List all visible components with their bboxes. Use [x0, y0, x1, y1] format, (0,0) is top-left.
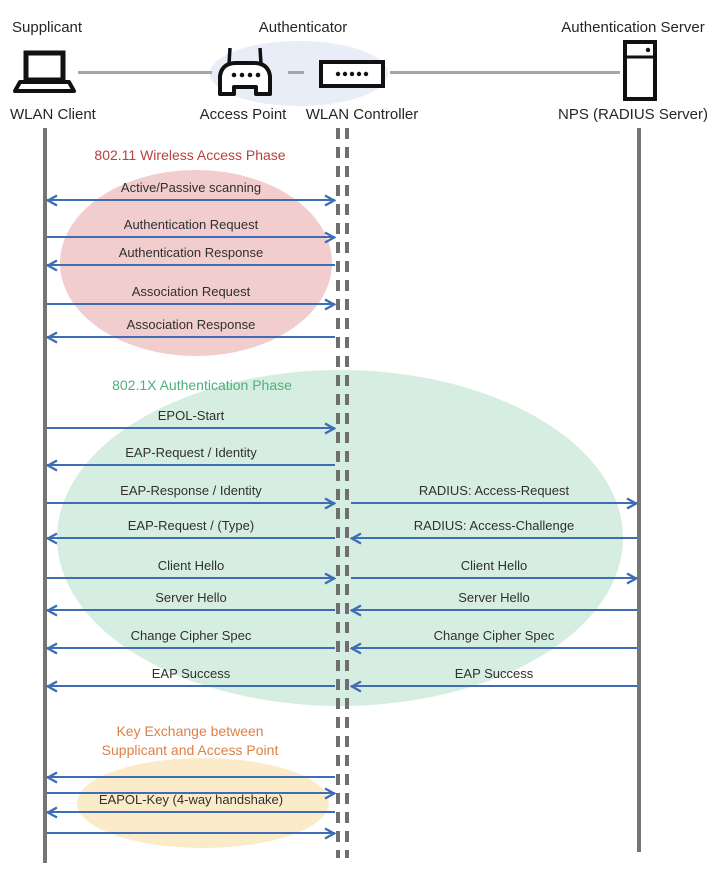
- role-label-supplicant: Supplicant: [12, 19, 83, 36]
- message-arrow: [47, 464, 335, 466]
- wireless-access-phase-title: 802.11 Wireless Access Phase: [94, 146, 285, 165]
- arrowhead-left-icon: [46, 604, 59, 617]
- arrowhead-left-icon: [46, 331, 59, 344]
- device-label-access-point: Access Point: [199, 106, 287, 123]
- wireless-access-phase-title-line: 802.11 Wireless Access Phase: [94, 147, 286, 163]
- message-arrow: [47, 577, 335, 579]
- key-exchange-phase-title-line: Supplicant and Access Point: [101, 742, 279, 758]
- message-arrow: [47, 303, 335, 305]
- wireless-access-phase-ellipse: [60, 170, 332, 356]
- arrowhead-right-icon: [323, 194, 336, 207]
- arrowhead-right-icon: [323, 422, 336, 435]
- connector-client-ap: [78, 71, 212, 74]
- arrowhead-right-icon: [323, 298, 336, 311]
- device-label-nps-radius-server: NPS (RADIUS Server): [557, 106, 709, 123]
- message-label: RADIUS: Access-Challenge: [413, 518, 575, 533]
- message-label: Authentication Request: [123, 217, 259, 232]
- arrowhead-right-icon: [323, 497, 336, 510]
- message-arrow: [47, 609, 335, 611]
- message-label: Client Hello: [460, 558, 528, 573]
- message-label: Authentication Response: [118, 245, 264, 260]
- message-label: Client Hello: [157, 558, 225, 573]
- message-label: EAP-Request / Identity: [125, 445, 257, 460]
- message-label: EPOL-Start: [157, 408, 225, 423]
- server-lifeline: [637, 128, 641, 852]
- device-label-wlan-controller: WLAN Controller: [305, 106, 419, 123]
- arrowhead-left-icon: [350, 642, 363, 655]
- arrowhead-right-icon: [625, 572, 638, 585]
- arrowhead-right-icon: [323, 787, 336, 800]
- arrowhead-left-icon: [46, 680, 59, 693]
- message-label: EAP-Request / (Type): [127, 518, 255, 533]
- message-label: EAPOL-Key (4-way handshake): [98, 792, 284, 807]
- arrowhead-right-icon: [323, 231, 336, 244]
- arrowhead-left-icon: [46, 642, 59, 655]
- message-arrow: [351, 577, 637, 579]
- authentication-phase-title: 802.1X Authentication Phase: [112, 376, 292, 395]
- arrowhead-left-icon: [350, 532, 363, 545]
- arrowhead-left-icon: [46, 806, 59, 819]
- role-label-authentication-server: Authentication Server: [561, 19, 705, 36]
- message-arrow: [47, 537, 335, 539]
- wlan-controller-icon: [319, 60, 385, 88]
- message-label: Active/Passive scanning: [120, 180, 262, 195]
- message-arrow: [351, 685, 637, 687]
- server-icon: [622, 40, 658, 102]
- arrowhead-right-icon: [323, 572, 336, 585]
- arrowhead-right-icon: [323, 827, 336, 840]
- arrowhead-left-icon: [46, 259, 59, 272]
- message-label: RADIUS: Access-Request: [418, 483, 570, 498]
- arrowhead-left-icon: [46, 194, 59, 207]
- authentication-phase-title-line: 802.1X Authentication Phase: [112, 377, 292, 393]
- message-arrow: [47, 647, 335, 649]
- role-label-authenticator: Authenticator: [258, 19, 348, 36]
- message-label: EAP Success: [454, 666, 534, 681]
- message-label: Association Request: [131, 284, 251, 299]
- message-label: Server Hello: [155, 590, 227, 605]
- message-arrow: [351, 537, 637, 539]
- key-exchange-phase-title-line: Key Exchange between: [116, 723, 264, 739]
- connector-controller-server: [390, 71, 620, 74]
- arrowhead-left-icon: [46, 771, 59, 784]
- arrowhead-left-icon: [46, 459, 59, 472]
- message-label: EAP-Response / Identity: [120, 483, 262, 498]
- message-label: Server Hello: [458, 590, 530, 605]
- message-arrow: [351, 502, 637, 504]
- message-arrow: [47, 502, 335, 504]
- device-label-wlan-client: WLAN Client: [10, 106, 96, 123]
- message-label: Change Cipher Spec: [130, 628, 252, 643]
- connector-ap-controller: [288, 71, 304, 74]
- message-arrow: [47, 832, 335, 834]
- message-label: Association Response: [126, 317, 256, 332]
- message-arrow: [351, 647, 637, 649]
- arrowhead-right-icon: [625, 497, 638, 510]
- message-arrow: [47, 427, 335, 429]
- message-arrow: [47, 811, 335, 813]
- message-arrow: [47, 776, 335, 778]
- message-arrow: [351, 609, 637, 611]
- controller-lifeline-a: [336, 128, 340, 858]
- supplicant-lifeline: [43, 128, 47, 863]
- message-arrow: [47, 236, 335, 238]
- message-arrow: [47, 792, 335, 794]
- laptop-icon: [12, 50, 76, 96]
- message-label: EAP Success: [151, 666, 231, 681]
- message-arrow: [47, 336, 335, 338]
- arrowhead-left-icon: [46, 532, 59, 545]
- arrowhead-left-icon: [350, 680, 363, 693]
- message-arrow: [47, 199, 335, 201]
- arrowhead-left-icon: [350, 604, 363, 617]
- message-label: Change Cipher Spec: [433, 628, 555, 643]
- message-arrow: [47, 685, 335, 687]
- controller-lifeline-b: [345, 128, 349, 858]
- access-point-icon: [212, 44, 278, 98]
- message-arrow: [47, 264, 335, 266]
